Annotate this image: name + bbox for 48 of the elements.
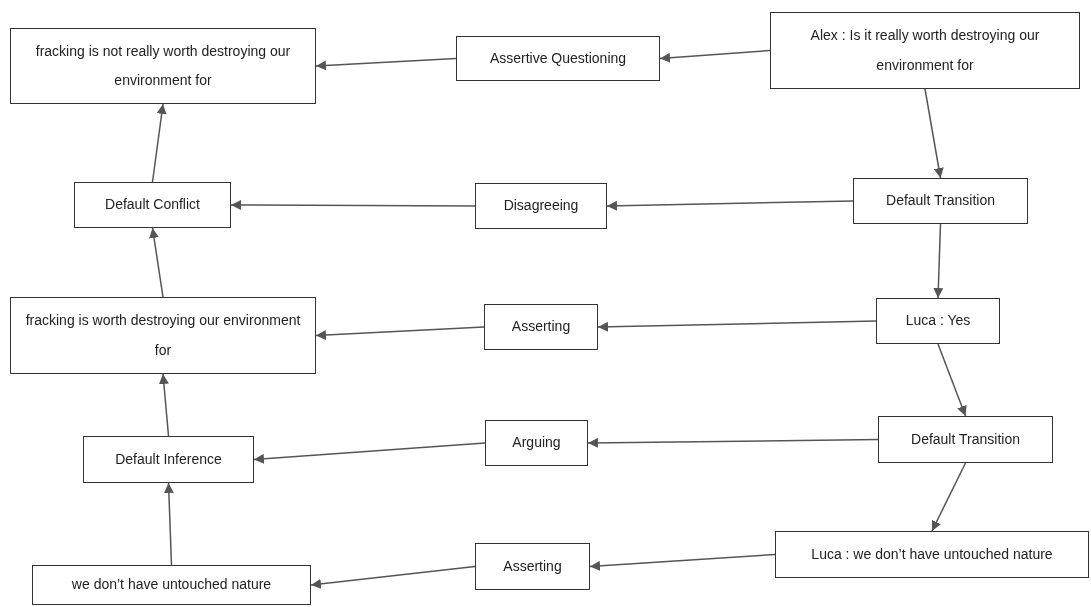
statement-box bbox=[485, 420, 588, 466]
box-label: Default Transition bbox=[911, 429, 1020, 449]
arrow bbox=[149, 227, 164, 298]
arrow bbox=[158, 373, 170, 437]
statement-box bbox=[74, 182, 231, 228]
statement-box bbox=[475, 543, 590, 590]
statement-box bbox=[484, 304, 598, 350]
box-label: fracking is worth destroying our environment for bbox=[24, 311, 302, 360]
box-label: Luca : we don’t have untouched nature bbox=[811, 544, 1053, 564]
arrow bbox=[933, 223, 944, 299]
statement-box bbox=[10, 28, 316, 104]
box-label: Default Conflict bbox=[105, 195, 200, 215]
box-label: Arguing bbox=[512, 433, 561, 453]
arrow bbox=[659, 49, 771, 63]
arrow bbox=[253, 442, 486, 464]
arrow bbox=[931, 462, 967, 532]
arrow bbox=[587, 437, 879, 448]
box-label: Disagreeing bbox=[503, 196, 579, 216]
box-label: Assertive Questioning bbox=[489, 48, 627, 68]
arrow bbox=[315, 57, 457, 71]
arrow bbox=[151, 103, 167, 183]
statement-box bbox=[853, 178, 1028, 224]
box-label: Asserting bbox=[503, 556, 562, 576]
box-label: fracking is not really worth destroying our environment for bbox=[34, 41, 292, 90]
statement-box bbox=[83, 436, 254, 483]
arrow bbox=[589, 553, 776, 571]
box-label: Alex : Is it really worth destroying our environment for bbox=[809, 26, 1041, 75]
arrow bbox=[924, 88, 944, 179]
arrow bbox=[315, 326, 485, 340]
arrow bbox=[310, 565, 476, 589]
box-label: Asserting bbox=[511, 317, 571, 337]
statement-box bbox=[32, 565, 311, 605]
box-label: we don’t have untouched nature bbox=[71, 575, 272, 595]
statement-box bbox=[456, 36, 660, 81]
arrow bbox=[597, 320, 877, 332]
arrow bbox=[606, 200, 854, 211]
box-label: Default Inference bbox=[115, 449, 222, 469]
statement-box bbox=[876, 298, 1000, 344]
statement-box bbox=[10, 297, 316, 374]
statement-box bbox=[475, 183, 607, 229]
arrow bbox=[230, 200, 476, 211]
statement-box bbox=[770, 12, 1080, 89]
arrow bbox=[937, 343, 967, 417]
statement-box bbox=[775, 531, 1089, 578]
box-label: Luca : Yes bbox=[905, 311, 971, 331]
statement-box bbox=[878, 416, 1053, 463]
arrow bbox=[163, 482, 174, 566]
box-label: Default Transition bbox=[886, 191, 995, 211]
